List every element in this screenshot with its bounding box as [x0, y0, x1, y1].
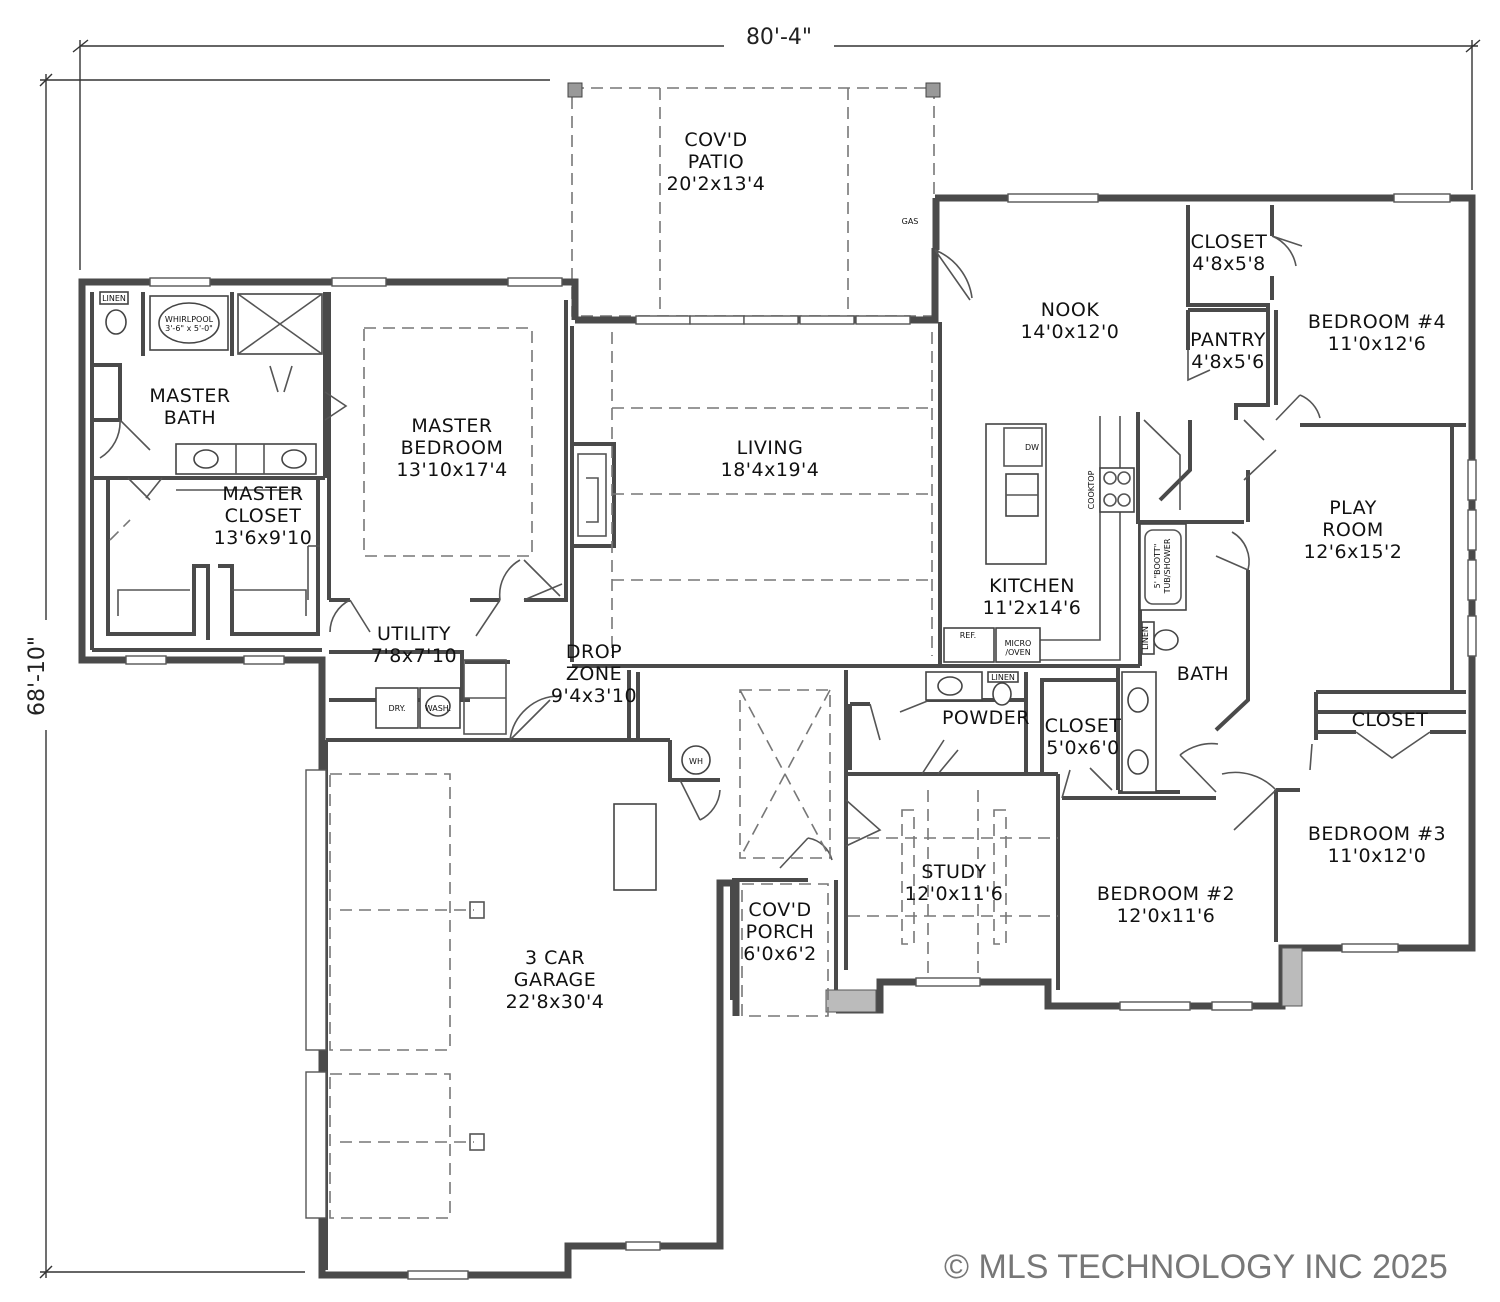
whirlpool-size-label: 3'-6" x 5'-0" — [165, 324, 213, 333]
dimension-lines — [30, 24, 1481, 1279]
room-label-drop-zone-line-1: ZONE — [566, 663, 622, 685]
room-label-closet-b-line-0: CLOSET — [1045, 715, 1122, 737]
room-label-closet-a-line-1: 4'8x5'8 — [1192, 253, 1266, 275]
depth-dimension: 68'-10" — [25, 636, 50, 716]
room-label-play-room-line-2: 12'6x15'2 — [1304, 541, 1403, 563]
room-label-play-room-line-0: PLAY — [1329, 497, 1377, 519]
room-label-bath-line-0: BATH — [1177, 663, 1229, 685]
room-label-master-bath-line-0: MASTER — [149, 385, 230, 407]
dryer-label: DRY. — [388, 704, 405, 713]
linen-label-bath: LINEN — [1141, 626, 1150, 650]
room-label-powder-line-0: POWDER — [942, 707, 1030, 729]
dw-label: DW — [1025, 443, 1039, 452]
gas-label: GAS — [902, 217, 919, 226]
room-label-bedroom-3-line-0: BEDROOM #3 — [1308, 823, 1446, 845]
room-label-nook-line-0: NOOK — [1041, 299, 1100, 321]
patio-structure — [567, 82, 941, 317]
room-label-study-line-0: STUDY — [921, 861, 986, 883]
room-label-garage-line-2: 22'8x30'4 — [506, 991, 605, 1013]
room-label-master-closet-line-0: MASTER — [222, 483, 303, 505]
room-label-drop-zone-line-0: DROP — [566, 641, 622, 663]
room-label-utility-line-1: 7'8x7'10 — [371, 645, 457, 667]
room-label-pantry-line-1: 4'8x5'6 — [1191, 351, 1265, 373]
room-label-bedroom-2-line-0: BEDROOM #2 — [1097, 883, 1235, 905]
room-label-garage-line-1: GARAGE — [514, 969, 597, 991]
room-label-bedroom-2-line-1: 12'0x11'6 — [1117, 905, 1216, 927]
room-label-garage-line-0: 3 CAR — [525, 947, 585, 969]
room-label-patio-line-0: COV'D — [684, 129, 747, 151]
linen-label-powder: LINEN — [991, 673, 1015, 682]
room-label-drop-zone-line-2: 9'4x3'10 — [551, 685, 637, 707]
room-label-closet-a-line-0: CLOSET — [1191, 231, 1268, 253]
door-swings — [99, 235, 1431, 869]
room-labels: COV'DPATIO20'2x13'4NOOK14'0x12'0CLOSET4'… — [149, 129, 1446, 1013]
linen-label-master: LINEN — [102, 294, 126, 303]
room-label-nook-line-1: 14'0x12'0 — [1021, 321, 1120, 343]
micro-label: MICRO — [1005, 639, 1032, 648]
hatched-walls — [825, 947, 1303, 1013]
washer-label: WASH. — [425, 704, 451, 713]
room-label-master-bath-line-1: BATH — [164, 407, 216, 429]
room-label-kitchen-line-0: KITCHEN — [989, 575, 1075, 597]
room-label-study-line-1: 12'0x11'6 — [905, 883, 1004, 905]
windows — [125, 193, 1477, 1280]
room-label-kitchen-line-1: 11'2x14'6 — [983, 597, 1082, 619]
fixture-labels: LINEN WHIRLPOOL 3'-6" x 5'-0" GAS DW COO… — [102, 217, 1172, 766]
room-label-utility-line-0: UTILITY — [377, 623, 451, 645]
room-label-porch-line-1: PORCH — [746, 921, 815, 943]
room-label-patio-line-1: PATIO — [688, 151, 744, 173]
room-label-pantry-line-0: PANTRY — [1190, 329, 1266, 351]
room-label-living-line-1: 18'4x19'4 — [721, 459, 820, 481]
room-label-closet-b-line-1: 5'0x6'0 — [1046, 737, 1120, 759]
room-label-porch-line-0: COV'D — [748, 899, 811, 921]
room-label-master-closet-line-1: CLOSET — [225, 505, 302, 527]
room-label-bedroom-4-line-1: 11'0x12'6 — [1328, 333, 1427, 355]
cooktop-label: COOKTOP — [1087, 470, 1096, 509]
room-label-master-bedroom-line-1: BEDROOM — [401, 437, 504, 459]
room-label-patio-line-2: 20'2x13'4 — [667, 173, 766, 195]
room-label-master-closet-line-2: 13'6x9'10 — [214, 527, 313, 549]
water-heater-label: WH — [689, 757, 703, 766]
room-label-bedroom-3-line-1: 11'0x12'0 — [1328, 845, 1427, 867]
room-label-porch-line-2: 6'0x6'2 — [743, 943, 817, 965]
copyright-watermark: © MLS TECHNOLOGY INC 2025 — [944, 1248, 1448, 1286]
tub-label-1: 5' "BOOTT" — [1153, 544, 1162, 589]
ceiling-lines — [109, 327, 1058, 1219]
fixtures — [99, 291, 1192, 891]
whirlpool-label: WHIRLPOOL — [165, 315, 214, 324]
width-dimension: 80'-4" — [746, 25, 812, 50]
ref-label: REF. — [960, 631, 976, 640]
room-label-closet-c-line-0: CLOSET — [1352, 709, 1429, 731]
oven-label: /OVEN — [1005, 648, 1030, 657]
room-label-play-room-line-1: ROOM — [1322, 519, 1384, 541]
room-label-bedroom-4-line-0: BEDROOM #4 — [1308, 311, 1446, 333]
room-label-master-bedroom-line-0: MASTER — [411, 415, 492, 437]
room-label-master-bedroom-line-2: 13'10x17'4 — [396, 459, 507, 481]
tub-label-2: TUB/SHOWER — [1163, 538, 1172, 594]
room-label-living-line-0: LIVING — [737, 437, 804, 459]
